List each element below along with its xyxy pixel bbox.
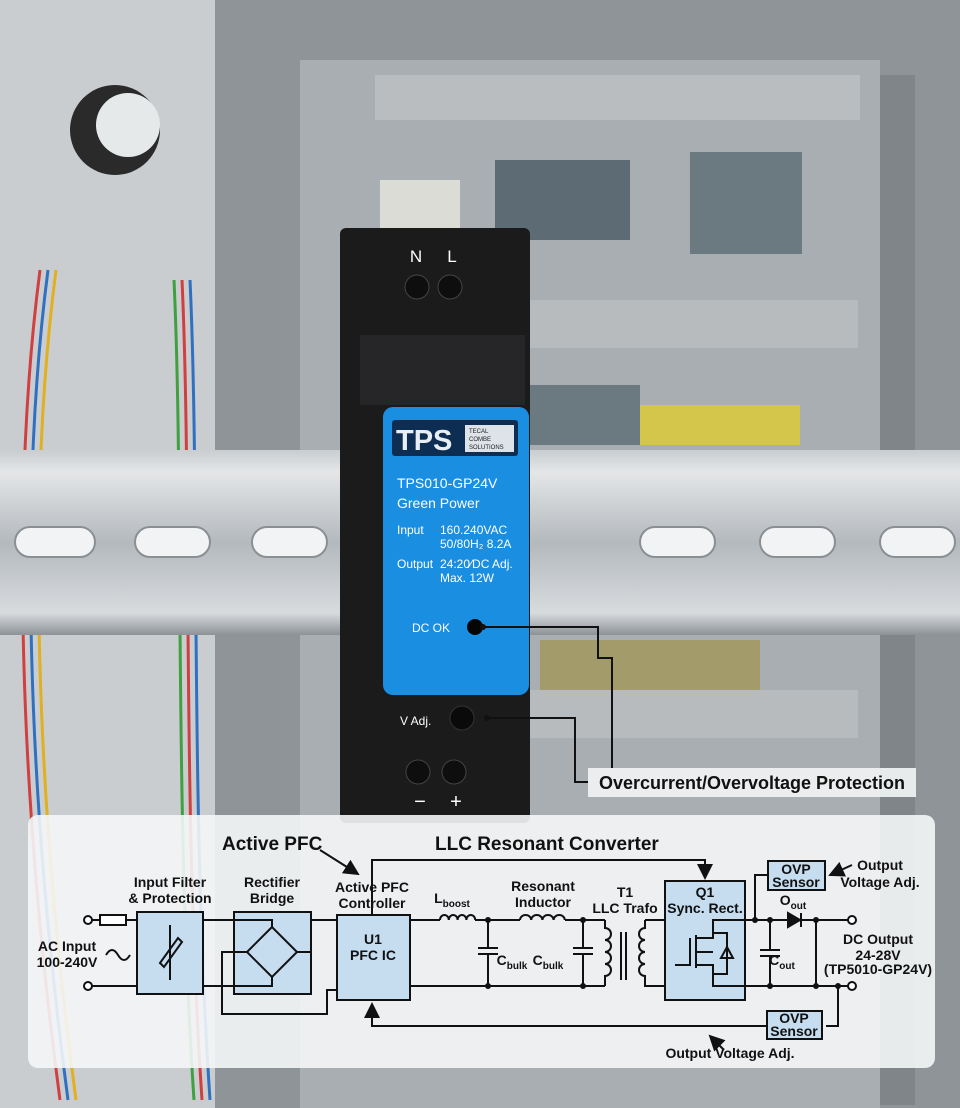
- power-supply: N L TPS TECAL COMBE SOLUTIONS TPS010-GP2…: [340, 228, 530, 823]
- terminal-plus-label: +: [450, 791, 462, 813]
- ovp-sensor-label: OVP: [781, 861, 811, 877]
- logo-subtext: SOLUTIONS: [469, 445, 504, 451]
- product-label: [383, 407, 529, 695]
- logo-subtext: TECAL: [469, 429, 489, 435]
- terminal-minus-label: −: [414, 791, 426, 813]
- dc-output-voltage: 24-28V: [855, 947, 901, 963]
- transformer-label: T1: [617, 884, 634, 900]
- logo-text: TPS: [396, 425, 452, 457]
- resonant-inductor-label: Resonant: [511, 878, 575, 894]
- output-spec: 24:20∕DC Adj.: [440, 557, 513, 571]
- input-spec: 160.240VAC: [440, 523, 507, 537]
- plc-modules: [380, 152, 802, 690]
- cbulk-label: Cbulk: [533, 952, 564, 972]
- cbulk-capacitor-2: [573, 920, 593, 986]
- output-diode-icon: [787, 911, 802, 929]
- v-adj-potentiometer[interactable]: [449, 705, 475, 731]
- output-spec: Max. 12W: [440, 571, 495, 585]
- protection-callout-text: Overcurrent/Overvoltage Protection: [599, 773, 905, 793]
- ovp-sensor-top: [767, 860, 826, 891]
- q1-sync-rect-block: [664, 880, 746, 1001]
- dc-output-model: (TP5010-GP24V): [824, 961, 932, 977]
- section-llc-converter: LLC Resonant Converter: [435, 834, 659, 855]
- output-voltage-adj-bottom-label: Output Voltage Adj.: [665, 1045, 794, 1061]
- dc-output-terminal-negative: [847, 981, 857, 991]
- input-filter-label: & Protection: [128, 890, 211, 906]
- dc-ok-label: DC OK: [412, 621, 450, 635]
- rectifier-label: Bridge: [250, 890, 295, 906]
- output-label: Output: [397, 557, 434, 571]
- terminal-screw-l[interactable]: [437, 274, 463, 300]
- ac-sine-icon: [105, 949, 131, 961]
- o-out-label: Oout: [780, 892, 807, 912]
- u1-label: U1: [364, 931, 382, 947]
- l-boost-label: Lboost: [434, 890, 470, 910]
- output-voltage-adj-label: Output: [857, 857, 903, 873]
- boost-inductor-icon: [439, 914, 477, 921]
- resonant-inductor-icon: [519, 914, 566, 921]
- terminal-screw-minus[interactable]: [405, 759, 431, 785]
- input-filter-label: Input Filter: [134, 874, 207, 890]
- ovp-sensor-bottom: [766, 1010, 823, 1040]
- terminal-screw-n[interactable]: [404, 274, 430, 300]
- q1-label: Sync. Rect.: [667, 900, 742, 916]
- dc-output-terminal-positive: [847, 915, 857, 925]
- ac-input-label: AC Input: [38, 938, 97, 954]
- llc-transformer-icon: [604, 919, 665, 987]
- c-out-label: Cout: [769, 952, 795, 972]
- ovp-sensor-label: Sensor: [772, 874, 820, 890]
- terminal-screw-plus[interactable]: [441, 759, 467, 785]
- protection-callout: Overcurrent/Overvoltage Protection: [480, 624, 916, 797]
- ovp-sensor-label: Sensor: [770, 1023, 818, 1039]
- varistor-icon: [158, 925, 184, 980]
- fuse: [99, 914, 127, 926]
- cbulk-label: Cbulk: [497, 952, 528, 972]
- logo-subtext: COMBE: [469, 437, 491, 443]
- v-adj-label: V Adj.: [400, 714, 431, 728]
- u1-label: PFC IC: [350, 947, 396, 963]
- diode-bridge-icon: [221, 919, 337, 1015]
- transformer-label: LLC Trafo: [592, 900, 657, 916]
- terminal-l-label: L: [447, 247, 456, 266]
- ac-input-voltage: 100-240V: [37, 954, 98, 970]
- dc-output-label: DC Output: [843, 931, 913, 947]
- input-spec: 50/80H₂ 8.2A: [440, 537, 511, 551]
- u1-pfc-ic-block: [336, 914, 411, 1001]
- rectifier-label: Rectifier: [244, 874, 301, 890]
- output-voltage-adj-label: Voltage Adj.: [840, 874, 919, 890]
- dc-ok-led: [467, 619, 483, 635]
- cbulk-capacitor-1: [478, 920, 498, 986]
- series-name: Green Power: [397, 495, 480, 511]
- mosfet-icon: [675, 919, 745, 987]
- section-active-pfc: Active PFC: [222, 834, 323, 855]
- input-label: Input: [397, 523, 424, 537]
- model-number: TPS010-GP24V: [397, 475, 498, 491]
- terminal-n-label: N: [410, 247, 422, 266]
- cout-capacitor: [760, 920, 780, 986]
- q1-label: Q1: [696, 884, 715, 900]
- ovp-sensor-label: OVP: [779, 1010, 809, 1026]
- schematic: Active PFC LLC Resonant Converter AC Inp…: [37, 834, 932, 1061]
- resonant-inductor-label: Inductor: [515, 894, 572, 910]
